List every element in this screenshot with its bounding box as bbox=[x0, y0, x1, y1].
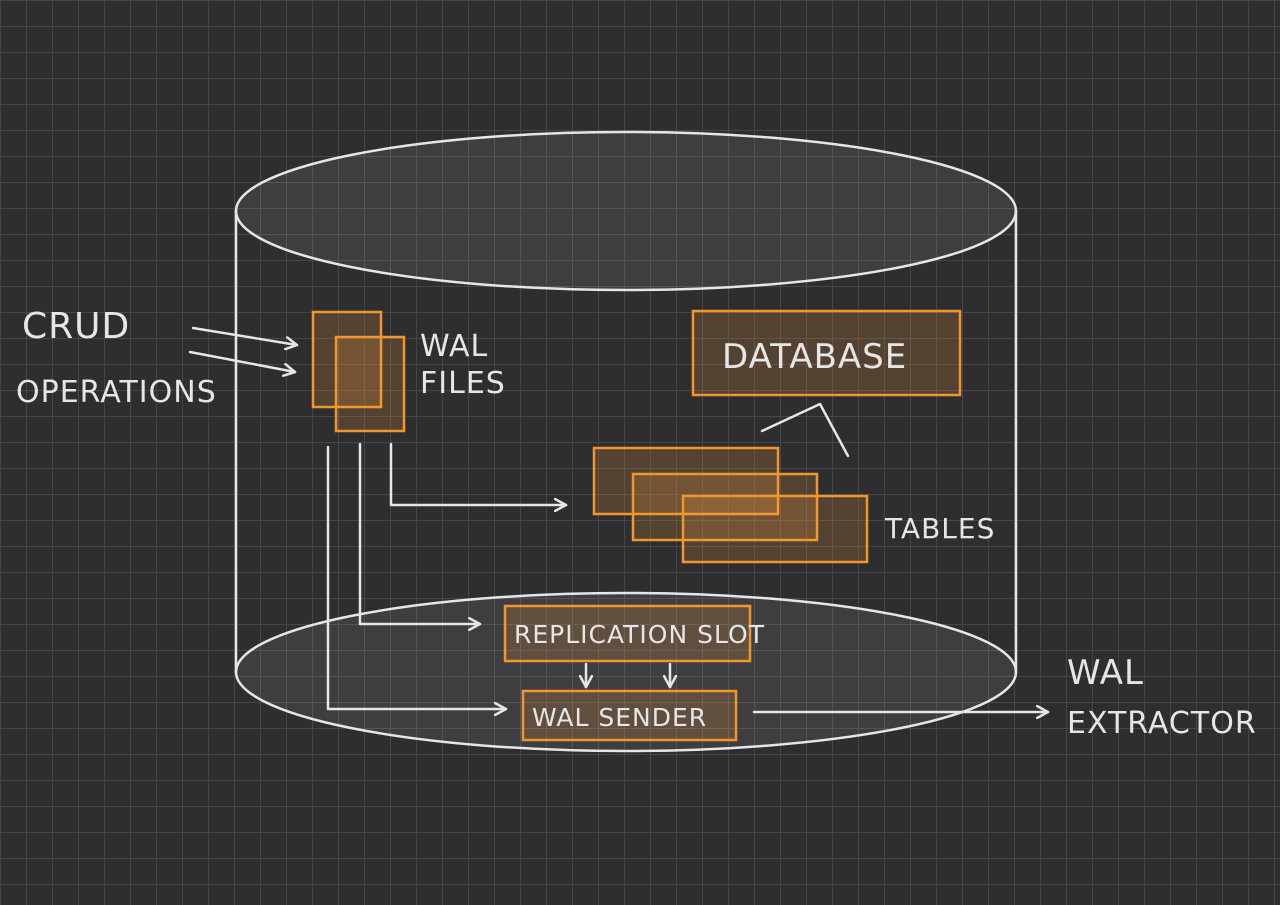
wal-extractor-label-2: EXTRACTOR bbox=[1067, 706, 1257, 741]
database-box bbox=[691, 309, 962, 397]
crud-arrow-2 bbox=[188, 350, 297, 372]
tables-label: TABLES bbox=[884, 512, 995, 545]
wal-file-box-1 bbox=[311, 310, 383, 409]
crud-arrow-1 bbox=[191, 326, 299, 345]
wal-sender-label: WAL SENDER bbox=[532, 703, 707, 732]
wal-to-replication-slot-arrow bbox=[358, 442, 482, 624]
wal-files-label-1: WAL bbox=[420, 329, 488, 364]
table-box-3 bbox=[681, 494, 869, 564]
crud-label: CRUD bbox=[22, 306, 130, 347]
wal-sender-box bbox=[521, 689, 738, 742]
tables-to-database-arrow bbox=[760, 402, 850, 458]
wal-extractor-label-1: WAL bbox=[1067, 653, 1144, 693]
wal-files-label-2: FILES bbox=[420, 366, 506, 401]
operations-label: OPERATIONS bbox=[16, 375, 217, 410]
table-box-1 bbox=[592, 446, 780, 516]
database-label: DATABASE bbox=[722, 337, 907, 377]
wal-to-wal-sender-arrow bbox=[326, 445, 508, 709]
table-box-2 bbox=[631, 472, 819, 542]
replication-slot-label: REPLICATION SLOT bbox=[514, 620, 765, 649]
cylinder-top bbox=[234, 130, 1018, 292]
wal-file-box-2 bbox=[334, 335, 406, 433]
replication-slot-box bbox=[503, 604, 752, 663]
wal-to-tables-arrow bbox=[389, 442, 568, 505]
